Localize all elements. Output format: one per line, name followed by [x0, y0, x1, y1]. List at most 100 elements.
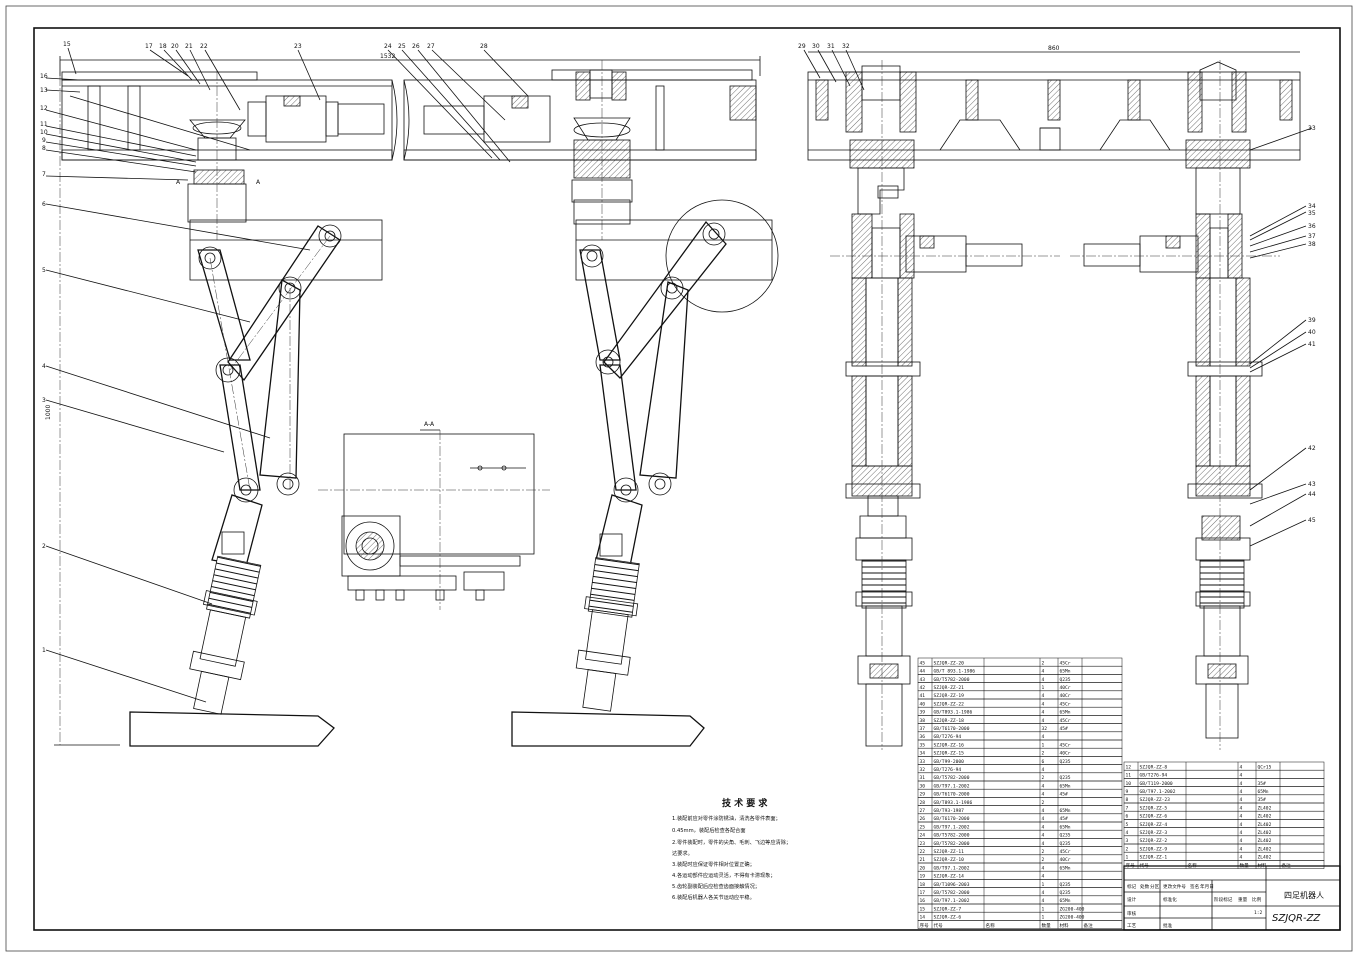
- bom-cell: 40Cr: [1060, 857, 1071, 863]
- leader-37: 37: [1308, 233, 1316, 240]
- bom-cell: GB/T276-94: [934, 767, 962, 773]
- bom-cell: SZJQR-ZZ-23: [1140, 797, 1171, 803]
- tb-drawing-name: 四足机器人: [1284, 890, 1324, 900]
- bom-cell: 65Mn: [1060, 808, 1071, 814]
- bom-cell: 1: [1042, 915, 1045, 921]
- tb-review: 审核: [1127, 910, 1137, 917]
- bom-cell: 45#: [1060, 726, 1069, 732]
- bom-header-cell: 备注: [1282, 862, 1292, 869]
- bom-header-cell: 数量: [1042, 922, 1052, 929]
- bom-cell: 2: [1042, 751, 1045, 757]
- section-mark-a-right: A: [256, 179, 261, 186]
- bom-cell: Q235: [1060, 890, 1071, 896]
- bom-cell: ZL402: [1258, 846, 1272, 852]
- bom-cell: 4: [1042, 677, 1045, 683]
- outer-border: [5, 5, 1353, 952]
- leader-42: 42: [1308, 445, 1316, 452]
- bom-cell: 2: [1042, 800, 1045, 806]
- bom-cell: 4: [1240, 797, 1243, 803]
- bom-cell: GB/T119-2000: [1140, 781, 1173, 787]
- bom-cell: SZJQR-ZZ-6: [1140, 814, 1168, 820]
- bom-cell: 18: [920, 882, 926, 888]
- leader-8: 8: [42, 145, 46, 152]
- leader-24: 24: [384, 43, 392, 50]
- bom-cell: 4: [1240, 789, 1243, 795]
- bom-cell: 14: [920, 915, 926, 921]
- bom-cell: 4: [1042, 734, 1045, 740]
- tb-row-change: 更改文件号: [1163, 883, 1186, 890]
- bom-cell: SZJQR-ZZ-7: [934, 906, 962, 912]
- tb-design: 设计: [1127, 896, 1137, 903]
- bom-cell: 4: [1042, 865, 1045, 871]
- tech-line-6: 4.各运动部件应运动灵活，不得有卡滞现象；: [672, 871, 776, 879]
- bom-cell: 2: [1042, 849, 1045, 855]
- leader-4: 4: [42, 363, 46, 370]
- bom-header-cell: 名称: [1188, 862, 1198, 869]
- leader-13: 13: [40, 87, 48, 94]
- bom-cell: 15: [920, 906, 926, 912]
- bom-cell: 34: [920, 751, 926, 757]
- bom-cell: 35#: [1258, 781, 1267, 787]
- bom-cell: 45Cr: [1060, 849, 1071, 855]
- bom-header-cell: 代号: [1140, 862, 1150, 869]
- bom-cell: 23: [920, 841, 926, 847]
- leader-43: 43: [1308, 481, 1316, 488]
- bom-cell: 28: [920, 800, 926, 806]
- leader-32: 32: [842, 43, 850, 50]
- bom-header-cell: 序号: [920, 922, 930, 929]
- tb-scale-label: 比例: [1252, 896, 1262, 903]
- bom-cell: ZG200-400: [1060, 906, 1085, 912]
- bom-cell: 6: [1126, 814, 1129, 820]
- leader-30: 30: [812, 43, 820, 50]
- bom-cell: 8: [1126, 797, 1129, 803]
- bom-cell: 21: [920, 857, 926, 863]
- leader-28: 28: [480, 43, 488, 50]
- tech-line-4: 达要求。: [672, 849, 693, 857]
- section-mark-a-left: A: [176, 179, 181, 186]
- bom-cell: 27: [920, 808, 926, 814]
- bom-cell: GB/T97.1-2002: [934, 865, 970, 871]
- bom-cell: GB/T5782-2000: [934, 841, 970, 847]
- bom-cell: 45#: [1060, 792, 1069, 798]
- bom-cell: ZL402: [1258, 830, 1272, 836]
- bom-header-cell: 序号: [1126, 862, 1136, 869]
- bom-cell: GB/T99-2000: [934, 759, 965, 765]
- bom-cell: 5: [1126, 822, 1129, 828]
- bom-cell: ZL402: [1258, 838, 1272, 844]
- dim-vertical: 1000: [45, 405, 52, 420]
- leader-17: 17: [145, 43, 153, 50]
- bom-cell: GB/T97.1-2002: [934, 824, 970, 830]
- leader-16: 16: [40, 73, 48, 80]
- bom-header-cell: 代号: [934, 922, 944, 929]
- bom-cell: 4: [1240, 773, 1243, 779]
- tech-line-5: 3.装配时应保证零件相对位置正确；: [672, 860, 755, 868]
- bom-cell: 4: [1042, 718, 1045, 724]
- bom-header-cell: 材料: [1258, 862, 1268, 869]
- leader-39: 39: [1308, 317, 1316, 324]
- bom-cell: GB/T893.1-1986: [934, 710, 973, 716]
- bom-cell: Q235: [1060, 677, 1071, 683]
- bom-cell: 3: [1126, 838, 1129, 844]
- bom-cell: GB/T276-94: [934, 734, 962, 740]
- bom-cell: GB/T 893.1-1986: [934, 669, 976, 675]
- leader-7: 7: [42, 171, 46, 178]
- bom-cell: QCr15: [1258, 764, 1272, 770]
- tb-row-mark: 标记: [1127, 883, 1137, 890]
- bom-cell: 4: [1240, 805, 1243, 811]
- bom-cell: 12: [1126, 764, 1132, 770]
- bom-cell: GB/T6170-2000: [934, 816, 970, 822]
- bom-cell: Q235: [1060, 833, 1071, 839]
- middle-view: [403, 60, 779, 747]
- bom-cell: Q235: [1060, 775, 1071, 781]
- bom-cell: 4: [1042, 783, 1045, 789]
- leader-29: 29: [798, 43, 806, 50]
- bom-cell: 22: [920, 849, 926, 855]
- leader-21: 21: [185, 43, 193, 50]
- bom-cell: 65Mn: [1258, 789, 1269, 795]
- bom-header-row: [1123, 860, 1325, 869]
- bom-cell: 40Cr: [1060, 751, 1071, 757]
- bom-cell: SZJQR-ZZ-5: [1140, 805, 1168, 811]
- bom-cell: 65Mn: [1060, 783, 1071, 789]
- bom-cell: 16: [920, 898, 926, 904]
